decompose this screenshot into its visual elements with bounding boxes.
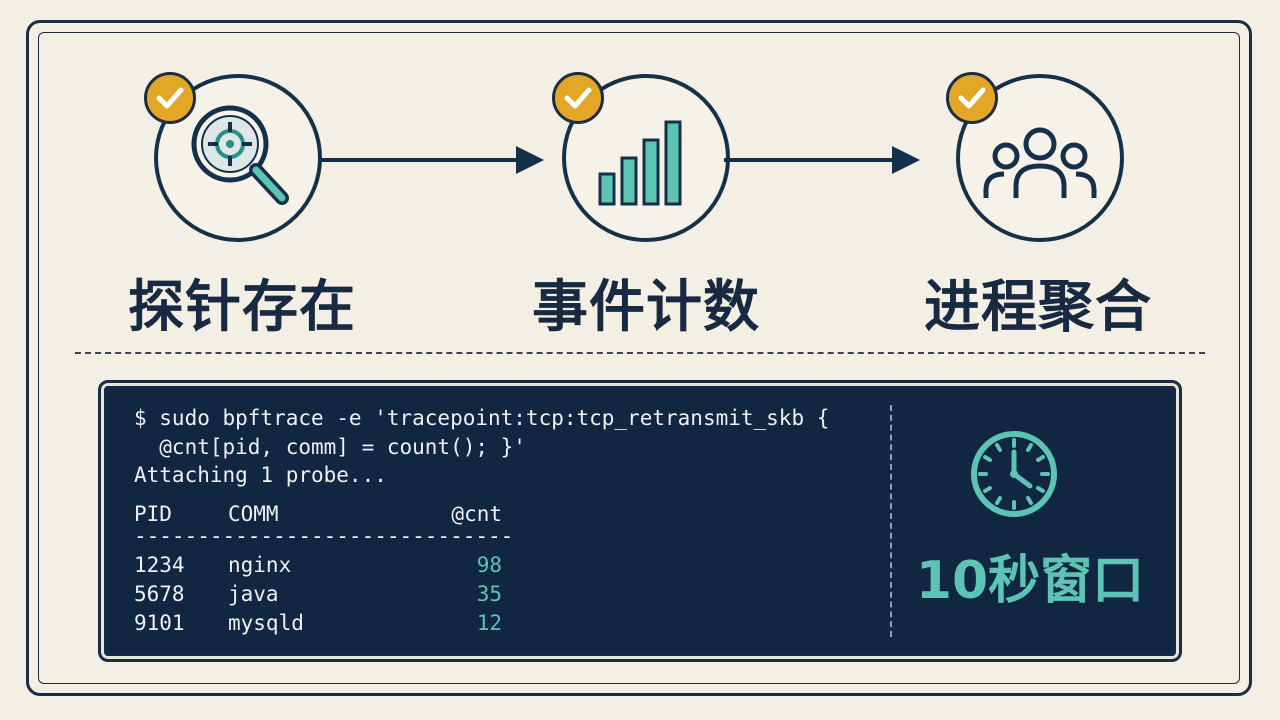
- step-label-count: 事件计数: [532, 275, 760, 340]
- outer-frame: [26, 20, 1252, 696]
- row-pid: 9101: [134, 611, 185, 635]
- check-icon: [946, 72, 998, 124]
- step-circle: [154, 74, 322, 242]
- terminal-divider: [890, 405, 892, 637]
- row-cnt: 98: [476, 553, 502, 577]
- row-comm: mysqld: [228, 611, 304, 635]
- terminal-panel: [98, 380, 1182, 662]
- check-icon: [144, 72, 196, 124]
- status-line: Attaching 1 probe...: [134, 463, 387, 487]
- users-group-icon: [983, 127, 1097, 198]
- row-comm: java: [228, 582, 279, 606]
- command-line-2: @cnt[pid, comm] = count(); }': [134, 435, 526, 459]
- bar-chart-icon: [598, 120, 682, 206]
- arrow-right-icon: [318, 146, 544, 174]
- header-cnt: @cnt: [451, 502, 502, 526]
- command-line-1: $ sudo bpftrace -e 'tracepoint:tcp:tcp_r…: [134, 406, 830, 430]
- row-comm: nginx: [228, 553, 292, 577]
- step-label-aggregate: 进程聚合: [924, 275, 1152, 340]
- section-divider: [75, 352, 1205, 354]
- inner-frame: [38, 32, 1240, 684]
- timer-label: 10秒窗口: [915, 551, 1145, 611]
- row-pid: 5678: [134, 582, 185, 606]
- header-pid: PID: [134, 502, 172, 526]
- table-separator: ------------------------------: [134, 524, 514, 548]
- magnifier-target-icon: [191, 105, 289, 205]
- clock-icon: [971, 431, 1057, 517]
- header-comm: COMM: [228, 502, 279, 526]
- check-icon: [552, 72, 604, 124]
- row-cnt: 12: [476, 611, 502, 635]
- row-pid: 1234: [134, 553, 185, 577]
- step-label-probe: 探针存在: [128, 275, 356, 340]
- row-cnt: 35: [476, 582, 502, 606]
- arrow-right-icon: [724, 146, 920, 174]
